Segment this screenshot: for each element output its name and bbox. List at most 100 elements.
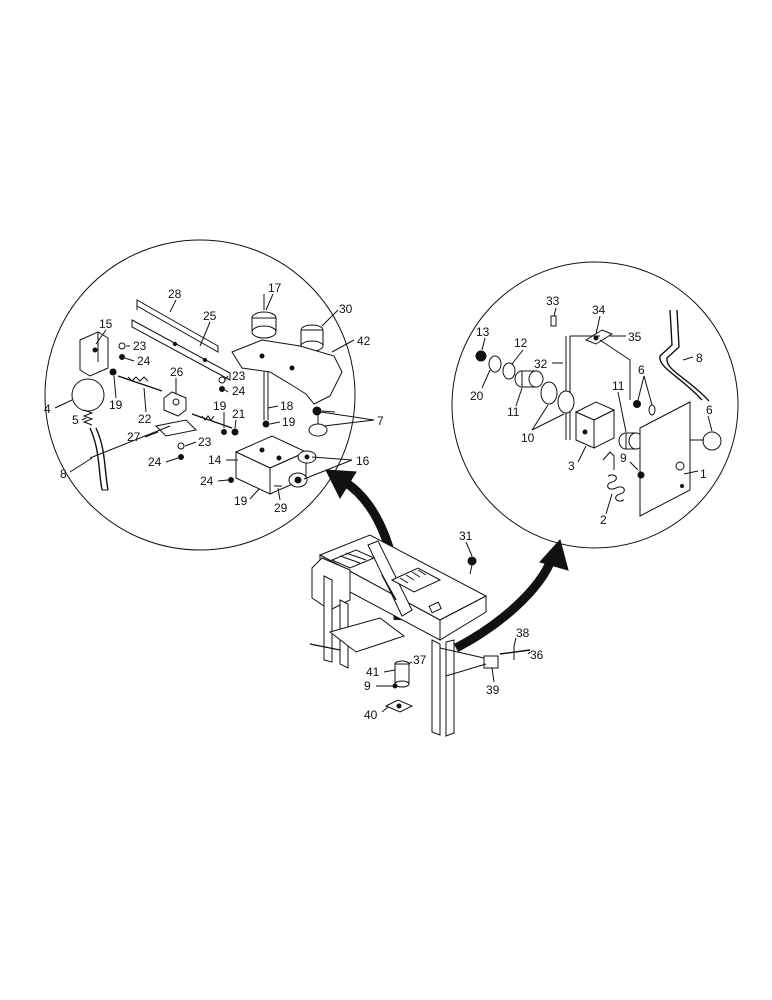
- callout-1: 1: [700, 467, 707, 481]
- callout-9: 9: [364, 679, 371, 693]
- callout-6: 6: [706, 403, 713, 417]
- part-24-nut-c: [178, 454, 184, 460]
- part-42-plate: [231, 339, 343, 405]
- part-10-discs: [540, 381, 575, 414]
- callout-12: 12: [514, 336, 528, 350]
- part-33-pin: [550, 315, 557, 327]
- callout-38: 38: [516, 626, 530, 640]
- callout-13: 13: [476, 325, 490, 339]
- part-40-mount: [384, 699, 414, 713]
- callout-40: 40: [364, 708, 378, 722]
- part-23-washer-c: [177, 442, 185, 450]
- callout-3: 3: [568, 459, 575, 473]
- callout-29: 29: [274, 501, 288, 515]
- right-leader-lines: [481, 307, 713, 515]
- callout-16: 16: [356, 454, 370, 468]
- part-13-nut: [475, 350, 487, 362]
- callout-14: 14: [208, 453, 222, 467]
- callout-6: 6: [638, 363, 645, 377]
- callout-19: 19: [282, 415, 296, 429]
- callout-25: 25: [203, 309, 217, 323]
- right-callout-labels: 33 34 13 35 12 32 8 20 6 11 11 6 10 9 3 …: [470, 294, 713, 527]
- callout-39: 39: [486, 683, 500, 697]
- left-callout-labels: 28 25 17 30 42 15 23 24 26 23 24 4 19 22…: [44, 281, 384, 515]
- part-1-panel: [639, 401, 691, 517]
- part-24-nut-d: [228, 477, 234, 483]
- callout-11: 11: [507, 405, 520, 419]
- part-12-washer: [502, 362, 516, 380]
- part-41-spacer: [394, 660, 410, 688]
- part-8-lever: [659, 309, 710, 402]
- callout-33: 33: [546, 294, 560, 308]
- part-28-bar: [136, 299, 219, 353]
- callout-24: 24: [232, 384, 246, 398]
- part-11-bushing: [514, 370, 544, 388]
- part-26-pivot: [163, 391, 187, 417]
- bottom-callout-labels: 31 38 36 41 37 39 9 40: [364, 529, 544, 722]
- callout-8: 8: [696, 351, 703, 365]
- part-9-nut: [637, 471, 645, 479]
- callout-9: 9: [620, 451, 627, 465]
- callout-36: 36: [530, 648, 544, 662]
- callout-17: 17: [268, 281, 282, 295]
- callout-11: 11: [612, 379, 625, 393]
- part-39-plate: [483, 655, 499, 669]
- callout-10: 10: [521, 431, 535, 445]
- callout-23: 23: [198, 435, 212, 449]
- part-11-bushing-b: [618, 432, 644, 450]
- callout-18: 18: [280, 399, 294, 413]
- callout-15: 15: [99, 317, 113, 331]
- part-36-38-pin: [499, 646, 531, 660]
- part-5-spring: [82, 409, 94, 426]
- part-23-washer-b: [218, 376, 226, 384]
- callout-34: 34: [592, 303, 606, 317]
- callout-19: 19: [213, 399, 227, 413]
- callout-37: 37: [413, 653, 427, 667]
- part-17-isolator: [251, 294, 277, 339]
- left-detail-circle: 28 25 17 30 42 15 23 24 26 23 24 4 19 22…: [44, 239, 384, 551]
- part-4-knob: [71, 378, 105, 412]
- callout-28: 28: [168, 287, 182, 301]
- callout-27: 27: [127, 430, 141, 444]
- callout-42: 42: [357, 334, 371, 348]
- part-16-mount: [288, 450, 317, 488]
- part-32-link-rod: [565, 335, 631, 440]
- callout-21: 21: [232, 407, 246, 421]
- part-27-plate: [154, 419, 198, 437]
- callout-2: 2: [600, 513, 607, 527]
- console-assembly: 31 38 36 41 37 39 9 40: [309, 529, 544, 737]
- callout-20: 20: [470, 389, 484, 403]
- callout-23: 23: [232, 369, 246, 383]
- callout-24: 24: [148, 455, 162, 469]
- callout-30: 30: [339, 302, 353, 316]
- part-23-washer: [118, 342, 126, 350]
- part-19-nut: [109, 368, 117, 376]
- part-31-bolt: [467, 556, 477, 575]
- part-3-block: [574, 401, 616, 449]
- part-7-mounts: [308, 406, 328, 437]
- callout-26: 26: [170, 365, 184, 379]
- part-25-bar: [131, 319, 231, 381]
- callout-22: 22: [138, 412, 152, 426]
- part-6-knob: [690, 431, 722, 451]
- callout-4: 4: [44, 402, 51, 416]
- part-6-washer: [648, 404, 656, 416]
- part-22-threaded-rod: [117, 375, 163, 392]
- callout-19: 19: [109, 398, 123, 412]
- callout-23: 23: [133, 339, 147, 353]
- callout-41: 41: [366, 665, 380, 679]
- part-34-bracket: [584, 329, 614, 345]
- callout-8: 8: [60, 467, 67, 481]
- bottom-leader-lines: [376, 541, 531, 713]
- callout-7: 7: [377, 414, 384, 428]
- left-leader-lines: [54, 293, 375, 501]
- part-24-nut-b: [219, 386, 225, 392]
- part-20-washer: [488, 355, 502, 373]
- part-15-bracket: [79, 331, 109, 377]
- callout-35: 35: [628, 330, 642, 344]
- part-8-rod: [89, 427, 109, 491]
- callout-32: 32: [534, 357, 548, 371]
- part-21-nut: [231, 428, 239, 436]
- part-19-nut-b: [221, 429, 227, 435]
